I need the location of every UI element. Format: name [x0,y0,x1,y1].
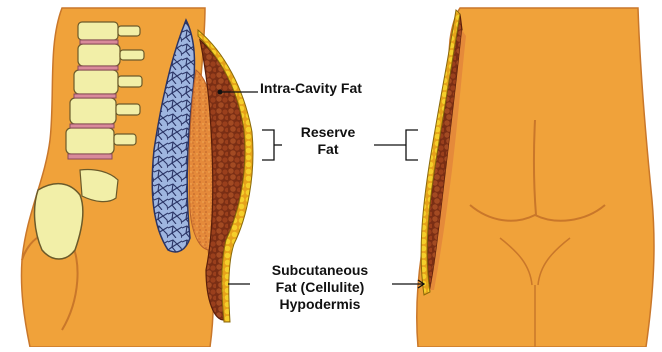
label-subcutaneous-line3: Hypodermis [248,296,392,313]
label-intra-cavity-fat: Intra-Cavity Fat [260,80,362,97]
label-subcutaneous-fat: Subcutaneous Fat (Cellulite) Hypodermis [248,262,392,313]
label-reserve-fat: Reserve Fat [286,124,370,158]
label-subcutaneous-line1: Subcutaneous [248,262,392,279]
left-torso-figure [21,8,252,347]
label-reserve-line1: Reserve [286,124,370,141]
right-torso-figure [417,8,654,347]
label-reserve-line2: Fat [286,141,370,158]
label-subcutaneous-line2: Fat (Cellulite) [248,279,392,296]
